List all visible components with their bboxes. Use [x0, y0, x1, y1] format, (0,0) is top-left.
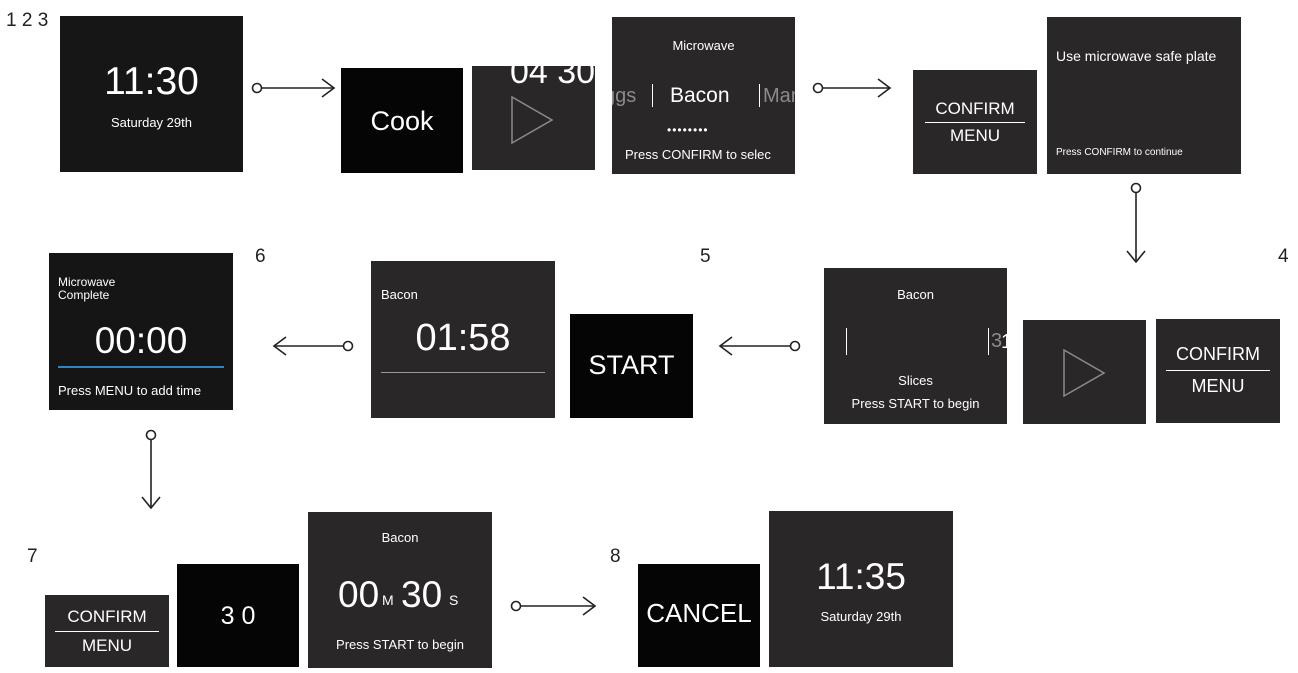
confirm-menu-divider — [55, 631, 159, 632]
slices-hint: Press START to begin — [851, 396, 980, 411]
confirm-menu-divider — [925, 122, 1025, 123]
step-label-8: 8 — [610, 546, 621, 567]
confirm-button[interactable]: CONFIRM — [1176, 344, 1260, 364]
microwave-menu-screen[interactable]: Microwave ggs Bacon Manual •••••••• Pres… — [612, 17, 795, 174]
confirm-button[interactable]: CONFIRM — [67, 607, 147, 626]
slices-divider-right — [988, 328, 989, 355]
menu-hint: Press CONFIRM to selec — [625, 147, 771, 162]
add-time-minutes: 00 — [338, 574, 380, 615]
bacon-timer-screen: Bacon 01:58 — [371, 261, 555, 418]
clock-screen-end: 11:35 Saturday 29th — [769, 511, 953, 667]
confirm-menu-panel-1[interactable]: CONFIRM MENU — [913, 70, 1037, 174]
slices-peek-values: 1 2 — [1001, 331, 1029, 353]
step-label-1-2-3: 1 2 3 — [6, 10, 49, 31]
dial-screen-1[interactable] — [472, 66, 595, 170]
microwave-complete-screen: Microwave Complete 00:00 Press MENU to a… — [49, 253, 233, 410]
confirm-button[interactable]: CONFIRM — [935, 99, 1015, 118]
confirm-menu-panel-3[interactable]: CONFIRM MENU — [45, 595, 169, 667]
menu-button[interactable]: MENU — [1191, 376, 1245, 396]
seconds-entry-value: 3 0 — [220, 602, 256, 630]
step-label-5: 5 — [700, 246, 711, 267]
menu-divider-right — [759, 84, 760, 107]
menu-divider-left — [652, 84, 653, 107]
menu-page-dots: •••••••• — [667, 123, 709, 137]
step-label-6: 6 — [255, 246, 266, 267]
slices-value[interactable]: 3 — [991, 330, 1003, 352]
menu-item-left[interactable]: ggs — [612, 85, 637, 107]
add-time-seconds: 30 — [401, 574, 443, 615]
clock-date: Saturday 29th — [820, 609, 902, 624]
clock-time: 11:35 — [816, 556, 906, 597]
play-icon — [511, 95, 554, 145]
timer-time: 01:58 — [415, 317, 511, 359]
confirm-menu-divider — [1166, 370, 1270, 371]
bacon-add-time-screen: Bacon 00 M 30 S Press START to begin — [308, 512, 492, 668]
timer-underline — [381, 372, 545, 373]
complete-time: 00:00 — [94, 320, 188, 361]
dial-screen-2[interactable] — [1023, 320, 1146, 424]
menu-title: Microwave — [672, 38, 735, 53]
add-time-minutes-unit: M — [382, 592, 394, 608]
timer-title: Bacon — [381, 287, 418, 302]
complete-progress-bar — [58, 366, 224, 368]
complete-title-line2: Complete — [58, 288, 110, 302]
step-label-4: 4 — [1278, 246, 1289, 267]
menu-item-selected[interactable]: Bacon — [670, 84, 730, 107]
slices-divider-left — [846, 328, 847, 355]
overlap-time-text: 04 30 — [510, 53, 596, 91]
seconds-entry-screen[interactable]: 3 0 — [177, 564, 299, 667]
add-time-seconds-unit: S — [449, 592, 459, 608]
safe-plate-hint: Press CONFIRM to continue — [1056, 147, 1183, 158]
cancel-button-label: CANCEL — [646, 598, 752, 628]
menu-button[interactable]: MENU — [81, 636, 133, 655]
menu-item-right[interactable]: Manual — [763, 85, 795, 107]
step-label-7: 7 — [27, 546, 38, 567]
add-time-hint: Press START to begin — [336, 637, 464, 652]
bacon-slices-screen[interactable]: Bacon 3 Slices Press START to begin — [824, 268, 1007, 424]
add-time-title: Bacon — [381, 530, 419, 545]
start-button-label: START — [588, 350, 675, 380]
complete-hint: Press MENU to add time — [58, 383, 202, 398]
menu-button[interactable]: MENU — [949, 126, 1001, 145]
complete-title-line1: Microwave — [58, 275, 116, 289]
slices-unit: Slices — [898, 373, 933, 388]
clock-screen-start: 11:30 Saturday 29th — [60, 16, 243, 172]
cook-button[interactable]: Cook — [341, 68, 463, 173]
play-icon — [1063, 348, 1106, 398]
start-button[interactable]: START — [570, 314, 693, 418]
cook-button-label: Cook — [370, 106, 434, 136]
clock-time: 11:30 — [104, 60, 199, 103]
safe-plate-message: Use microwave safe plate — [1056, 48, 1217, 64]
clock-date: Saturday 29th — [111, 115, 192, 130]
slices-title: Bacon — [897, 287, 934, 302]
confirm-menu-panel-2[interactable]: CONFIRM MENU — [1156, 319, 1280, 423]
safe-plate-screen: Use microwave safe plate Press CONFIRM t… — [1047, 17, 1241, 174]
cancel-button[interactable]: CANCEL — [638, 564, 760, 667]
